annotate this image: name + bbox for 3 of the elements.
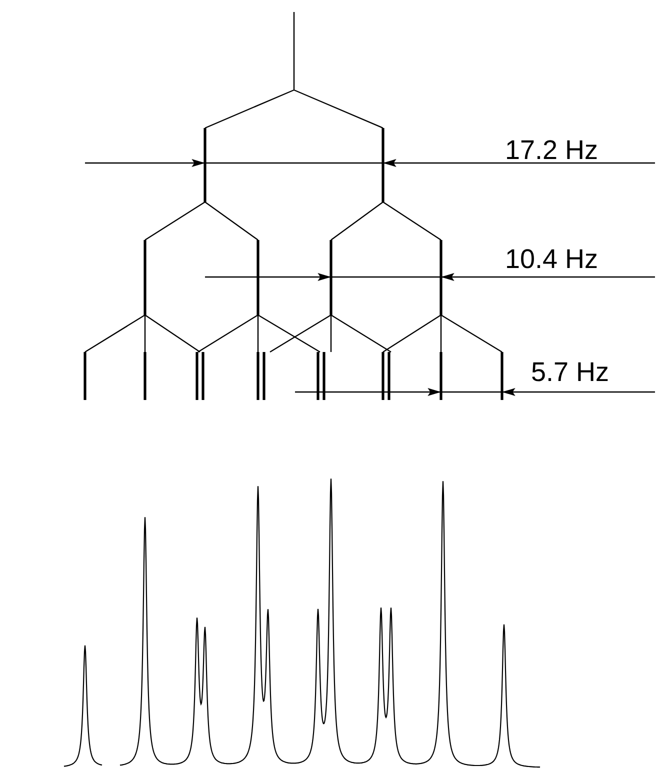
coupling-constant-label: 5.7 Hz — [531, 359, 610, 386]
coupling-constant-label: 17.2 Hz — [505, 137, 598, 164]
coupling-constant-label: 10.4 Hz — [505, 246, 598, 273]
